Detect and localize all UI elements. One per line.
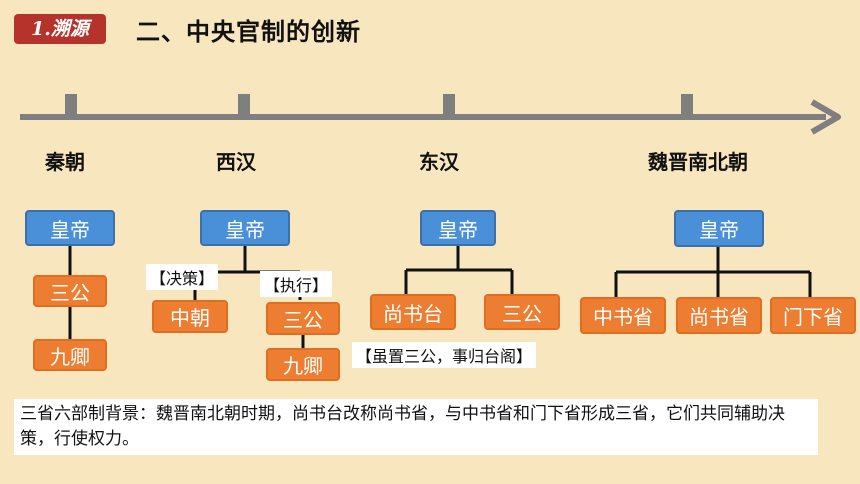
donghan-note: 【虽置三公，事归台阁】 [352,342,537,368]
era-label-qin: 秦朝 [45,150,85,174]
qin-emperor-box: 皇帝 [25,210,115,246]
xihan-decide-note: 【决策】 [146,264,219,290]
summary-text: 三省六部制背景：魏晋南北朝时期，尚书台改称尚书省，与中书省和门下省形成三省，它们… [14,399,818,455]
donghan-shangshutai-box: 尚书台 [370,294,456,330]
qin-jiuqing-box: 九卿 [33,339,107,371]
timeline-tick [238,94,250,116]
timeline-tick [65,94,77,116]
section-badge: 1.溯源 [14,14,106,44]
xihan-zhongchao-box: 中朝 [152,300,228,333]
timeline-tick [681,94,693,116]
weijin-emperor-box: 皇帝 [674,210,764,247]
page-title: 二、中央官制的创新 [136,18,361,46]
weijin-shangshu-box: 尚书省 [676,297,762,334]
timeline-tick [443,94,455,116]
qin-sangong-box: 三公 [33,275,107,307]
weijin-zhongshu-box: 中书省 [580,297,666,334]
donghan-sangong-box: 三公 [484,294,560,330]
donghan-emperor-box: 皇帝 [420,210,496,246]
xihan-execute-note: 【执行】 [260,271,333,297]
xihan-jiuqing-box: 九卿 [266,348,340,381]
era-label-xihan: 西汉 [216,150,256,174]
xihan-sangong-box: 三公 [266,302,340,335]
era-label-weijin: 魏晋南北朝 [648,150,748,174]
weijin-menxia-box: 门下省 [770,297,856,334]
era-label-donghan: 东汉 [419,150,459,174]
xihan-emperor-box: 皇帝 [200,210,290,246]
